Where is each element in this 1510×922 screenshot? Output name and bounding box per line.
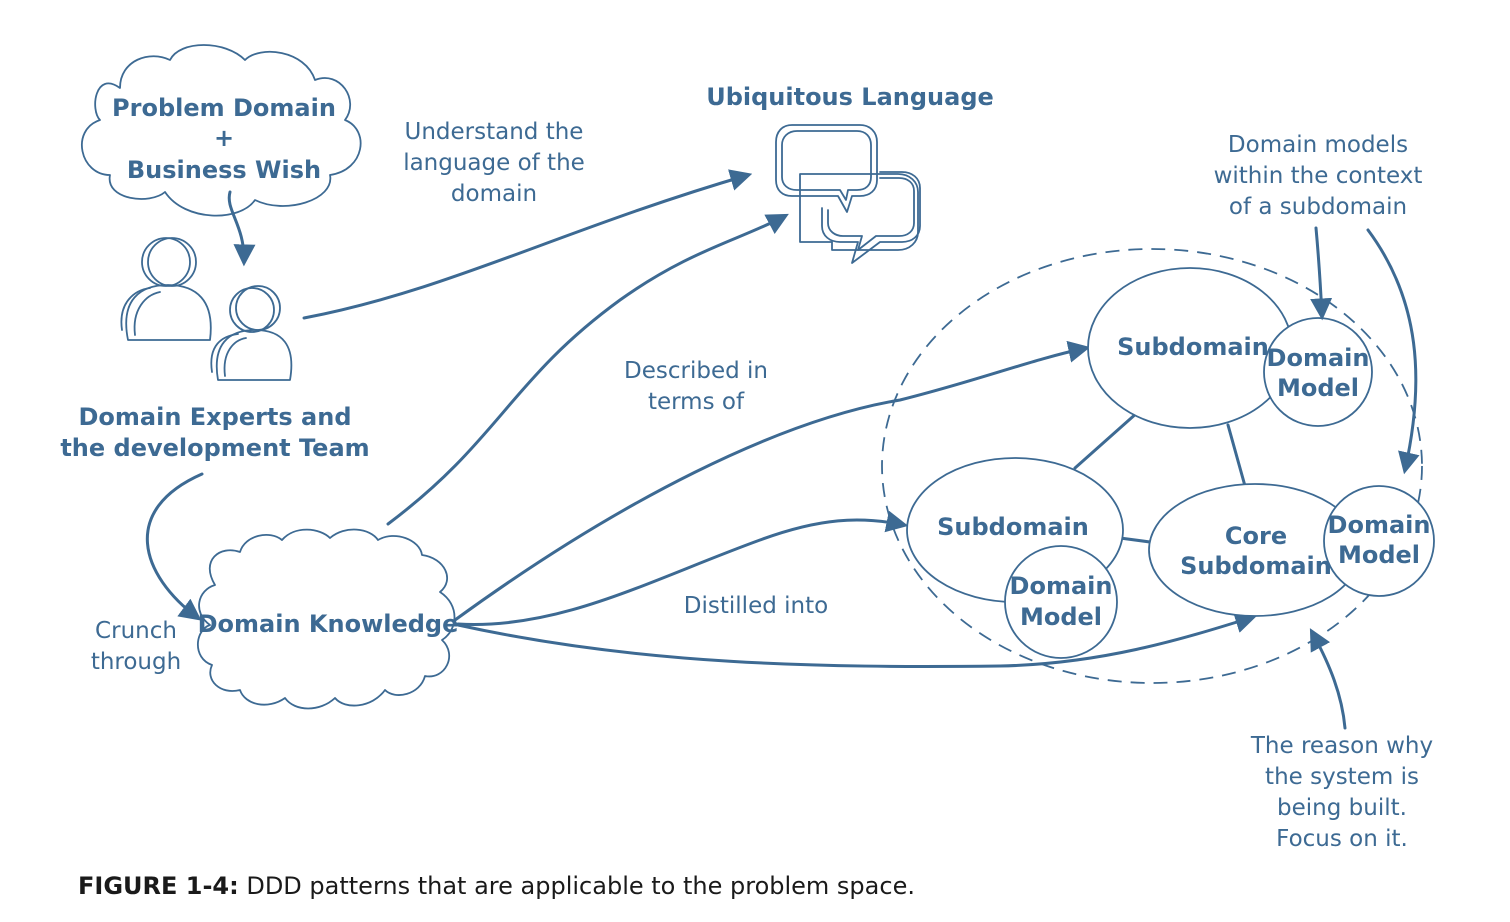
connector-line [1226, 423, 1247, 488]
note-models-line1: Domain models [1228, 132, 1408, 158]
knowledge-label: Domain Knowledge [198, 610, 459, 638]
note-reason-line3: being built. [1277, 795, 1407, 821]
business-wish-text: Business Wish [127, 156, 321, 184]
domain-model-left-line1: Domain [1010, 572, 1113, 600]
domain-model-left [1004, 545, 1118, 659]
distilled-label: Distilled into [684, 593, 828, 619]
note-to-core-model-arrow [1366, 228, 1420, 475]
core-subdomain-line2: Subdomain [1180, 552, 1332, 580]
domain-model-top-line2: Model [1277, 374, 1359, 402]
note-models-line2: within the context [1214, 163, 1423, 189]
note-reason-line2: the system is [1265, 764, 1419, 790]
described-line1: Described in [624, 358, 768, 384]
problem-cloud [81, 44, 362, 217]
domain-model-top [1263, 317, 1373, 427]
note-to-top-model-arrow [1310, 226, 1333, 321]
distill-arrow-core [456, 611, 1258, 668]
distill-arrow-top [453, 340, 1091, 622]
figure-label: FIGURE 1-4: [78, 872, 239, 900]
speech-bubbles-icon [799, 173, 919, 251]
figure-text: DDD patterns that are applicable to the … [246, 872, 915, 900]
experts-line2: the development Team [60, 434, 369, 462]
problem-plus-text: + [214, 124, 234, 152]
subdomain-top-label: Subdomain [1117, 333, 1269, 361]
cloud-to-experts-arrow [227, 190, 256, 267]
domain-model-top-line1: Domain [1267, 344, 1370, 372]
crunch-line1: Crunch [95, 618, 177, 644]
ubiquitous-title: Ubiquitous Language [706, 83, 994, 111]
described-line2: terms of [648, 389, 745, 415]
knowledge-cloud [197, 528, 456, 710]
core-subdomain-line1: Core [1225, 522, 1287, 550]
domain-model-left-line2: Model [1020, 603, 1102, 631]
experts-line1: Domain Experts and [78, 403, 351, 431]
domain-model-core-line1: Domain [1328, 511, 1431, 539]
problem-domain-text: Problem Domain [112, 94, 336, 122]
reason-arrow [1309, 628, 1347, 730]
note-models-line3: of a subdomain [1229, 194, 1407, 220]
connector-line [1073, 410, 1140, 470]
domain-model-core [1323, 485, 1435, 597]
figure-caption: FIGURE 1-4: DDD patterns that are applic… [78, 872, 915, 900]
subdomain-left-label: Subdomain [937, 513, 1089, 541]
person-icon [120, 237, 212, 341]
understand-line1: Understand the [405, 119, 584, 145]
crunch-line2: through [91, 649, 181, 675]
described-arrow [386, 213, 789, 526]
distill-arrow-mid [456, 510, 909, 626]
understand-line2: language of the [403, 150, 585, 176]
understand-line3: domain [451, 181, 537, 207]
crunch-arrow [146, 472, 204, 621]
problem-space-boundary [881, 248, 1423, 684]
note-reason-line4: Focus on it. [1276, 826, 1408, 852]
speech-bubbles-icon [775, 124, 921, 264]
person-icon [210, 285, 293, 381]
note-reason-line1: The reason why [1250, 733, 1433, 759]
connector-line [1118, 536, 1152, 544]
domain-model-core-line2: Model [1338, 541, 1420, 569]
understand-arrow [302, 169, 753, 320]
